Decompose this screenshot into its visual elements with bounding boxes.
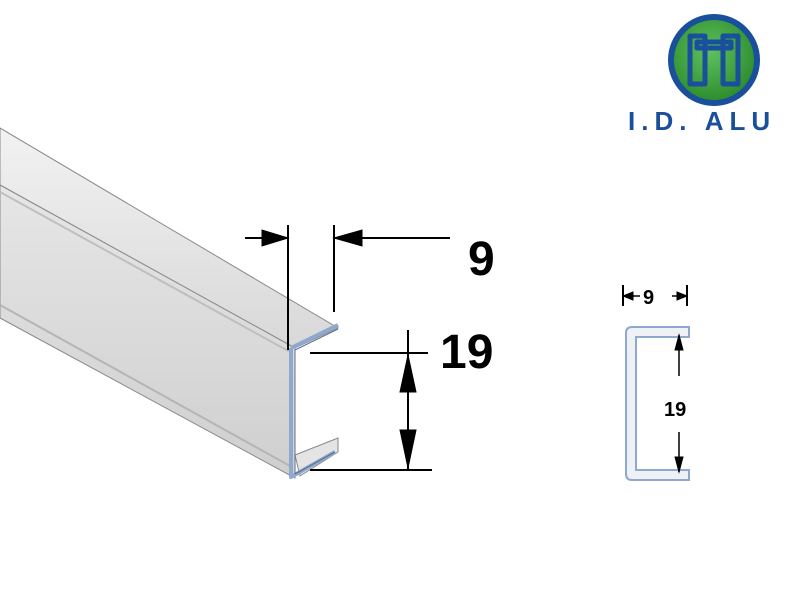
section-outline [625,326,690,481]
dimension-height-label: 19 [440,326,493,379]
detail-width-label: 9 [643,287,654,309]
detail-arrow-right-icon [676,291,689,301]
dimension-width-label: 9 [468,233,495,286]
dimension-width-main [245,225,450,350]
brand-name: I.D. ALU [628,106,776,136]
detail-height-label: 19 [664,399,686,421]
dimension-height-main [310,330,432,471]
top-flange [0,127,340,349]
u-profile-3d [0,127,340,479]
brand-logo: I.D. ALU [628,14,776,136]
detail-arrow-down-icon [674,456,684,474]
detail-arrow-up-icon [674,333,684,351]
profile-web [0,184,296,479]
logo-profile-icon [687,33,741,87]
arrow-down-icon [399,429,417,469]
arrow-right-icon [261,229,290,247]
section-detail: 9 19 [621,285,690,481]
detail-arrow-left-icon [621,291,634,301]
arrow-left-icon [332,229,363,247]
arrow-up-icon [399,354,417,393]
